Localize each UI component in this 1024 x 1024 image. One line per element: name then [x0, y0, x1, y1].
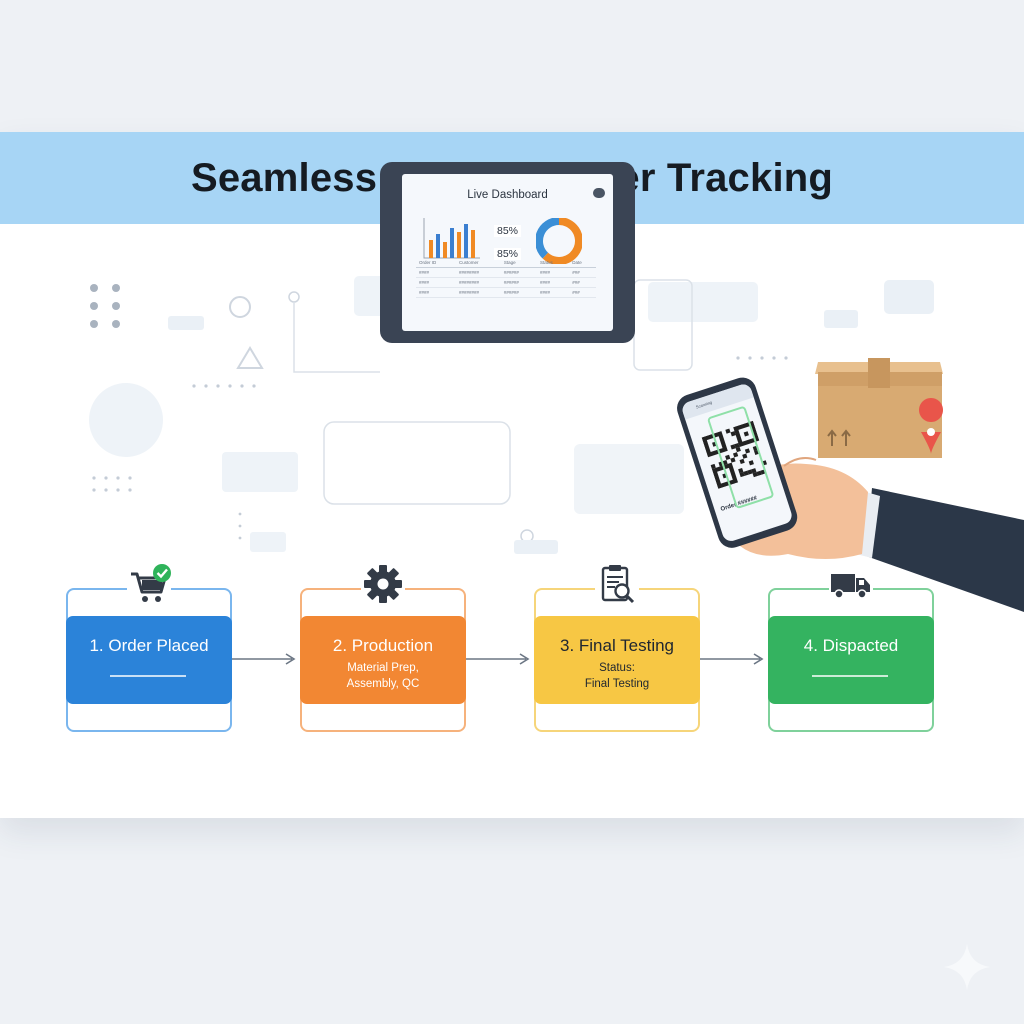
table-cell: ########: [456, 277, 501, 288]
table-row: #########################: [416, 287, 596, 298]
dashboard-bar: [450, 228, 454, 258]
table-cell: ###: [569, 277, 596, 288]
table-cell: ########: [456, 287, 501, 298]
table-cell: ####: [537, 277, 570, 288]
step-dispatched-panel: 4. Dispacted: [768, 616, 934, 704]
step-final-testing-panel: 3. Final Testing Status: Final Testing: [534, 616, 700, 704]
shopping-cart-check-icon: [127, 564, 171, 608]
table-row: #########################: [416, 267, 596, 278]
step-dispatched: 4. Dispacted: [768, 564, 934, 732]
table-cell: ####: [416, 267, 457, 278]
dashboard-bar: [457, 232, 461, 258]
step-title: 3. Final Testing: [559, 636, 675, 655]
table-cell: ######: [500, 277, 537, 288]
step-divider: [110, 675, 186, 677]
dashboard-bar: [464, 224, 468, 258]
clipboard-search-icon: [595, 564, 639, 608]
donut-segment: [536, 218, 560, 259]
arrow-connector-1: [232, 653, 296, 665]
step-title: 1. Order Placed: [89, 636, 209, 655]
table-cell: ########: [456, 267, 501, 278]
table-row: #########################: [416, 277, 596, 288]
step-subtitle-2: Final Testing: [584, 678, 650, 690]
table-header-cell: Stage: [500, 258, 537, 268]
gear-icon: [361, 564, 405, 608]
dashboard-bar: [436, 234, 440, 258]
table-cell: ###: [569, 267, 596, 278]
step-order-placed-panel: 1. Order Placed: [66, 616, 232, 704]
package-box-icon: [815, 358, 944, 458]
dashboard-bar: [471, 230, 475, 258]
table-cell: ######: [500, 267, 537, 278]
step-title: 2. Production: [332, 636, 434, 655]
arrow-connector-3: [700, 653, 764, 665]
step-order-placed: 1. Order Placed: [66, 564, 232, 732]
table-cell: ####: [416, 277, 457, 288]
table-cell: ####: [537, 267, 570, 278]
step-divider: [812, 675, 888, 677]
table-header-cell: Status: [537, 258, 570, 268]
dashboard-bar: [443, 242, 447, 258]
phone-device: Scanning Order ######: [673, 373, 801, 552]
delivery-truck-icon: [829, 564, 873, 608]
smartphone-scanner: Scanning Order ######: [673, 356, 859, 561]
table-cell: ####: [416, 287, 457, 298]
step-subtitle-1: Material Prep,: [347, 662, 419, 674]
dashboard-table-body: ########################################…: [416, 267, 596, 298]
table-cell: ######: [500, 287, 537, 298]
table-header-cell: Order ID: [416, 258, 457, 268]
step-subtitle-2: Assembly, QC: [346, 678, 420, 690]
table-cell: ####: [537, 287, 570, 298]
sparkle-icon: [944, 944, 990, 990]
dashboard-menu-icon[interactable]: [593, 188, 605, 198]
dashboard-bar-chart: [423, 218, 480, 259]
step-production-panel: 2. Production Material Prep, Assembly, Q…: [300, 616, 466, 704]
step-title: 4. Dispacted: [803, 636, 899, 655]
table-cell: ###: [569, 287, 596, 298]
dashboard-title: Live Dashboard: [467, 189, 548, 201]
arrow-connector-2: [466, 653, 530, 665]
dashboard-stat-2: 85%: [494, 248, 522, 260]
table-header-cell: Customer: [456, 258, 501, 268]
step-subtitle-1: Status:: [599, 662, 635, 674]
dashboard-stat-1: 85%: [494, 225, 522, 237]
dot-grid-icon: [90, 284, 120, 328]
dashboard-bar: [429, 240, 433, 258]
step-production: 2. Production Material Prep, Assembly, Q…: [300, 564, 466, 732]
phone-screen: Scanning Order ######: [680, 382, 794, 544]
table-header-cell: Date: [569, 258, 596, 268]
step-final-testing: 3. Final Testing Status: Final Testing: [534, 564, 700, 732]
qr-code-icon: [701, 420, 768, 489]
